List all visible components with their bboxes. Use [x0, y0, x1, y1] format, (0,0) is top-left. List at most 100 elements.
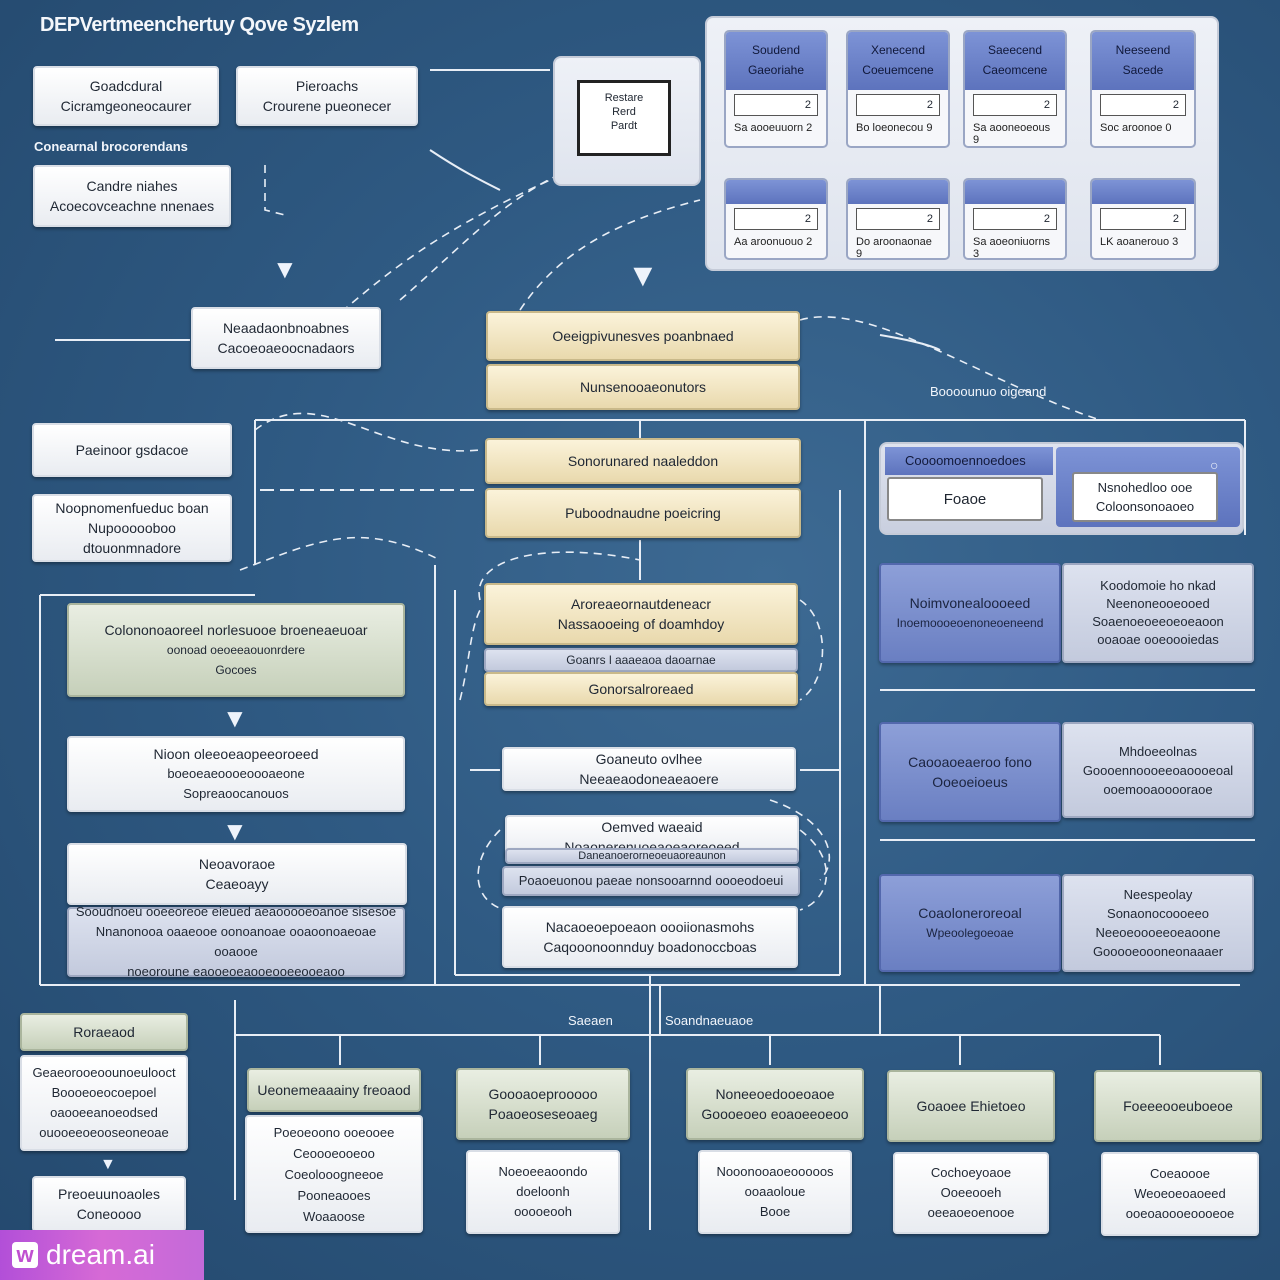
- right-row-1-left-line1: Noimvonealoooeed: [909, 595, 1031, 611]
- node-box[interactable]: Neaadaonbnoabnes Cacoeoaeoocnadaors: [191, 307, 381, 369]
- bottom-col-1-head[interactable]: Ueonemeaaainy freoaod: [247, 1068, 421, 1112]
- bottom-label-2: Soandnaeuaoe: [665, 1013, 754, 1028]
- left-stack-box-1-line2: oonoad oeoeeaouonrdere: [166, 643, 306, 657]
- right-top-detail[interactable]: Nsnohedloo ooe Coloonsonoaoeo: [1072, 472, 1218, 522]
- center-box-3[interactable]: Sonorunared naaleddon: [485, 438, 801, 484]
- np-box-line2: Nupoooooboo dtouonmnadore: [82, 520, 182, 556]
- process-box[interactable]: Pieroachs Crourene pueonecer: [236, 66, 418, 126]
- node-box-line1: Neaadaonbnoabnes: [222, 320, 350, 336]
- bottom-col-5-body[interactable]: Coeaoooe Weoeoeoaoeed ooeoaoooeoooeoe: [1101, 1152, 1259, 1236]
- bottom-left-body[interactable]: Geaeorooeoounoeulooct Boooeoeocoepoel oa…: [20, 1055, 188, 1151]
- bottom-col-3-body[interactable]: Nooonooaoeooooos ooaaoloue Booe: [698, 1150, 852, 1234]
- np-box[interactable]: Noopnomenfueduc boan Nupoooooboo dtouonm…: [32, 494, 232, 562]
- bottom-left-box-2[interactable]: Preoeuunoaoles Coneoooo: [32, 1176, 186, 1232]
- bottom-left-header[interactable]: Roraeaod: [20, 1013, 188, 1051]
- right-row-3-right-line3: Neeoeoooeeoeaoone: [1095, 925, 1221, 940]
- metric-card-1-bar: 2: [734, 94, 818, 116]
- right-row-1-right[interactable]: Koodomoie ho nkad Neenoneooeooed Soaenoe…: [1062, 563, 1254, 663]
- bottom-col-3-head-line2: Goooeoeo eoaoeeoeoo: [701, 1106, 849, 1122]
- bottom-label-1: Saeaen: [568, 1013, 613, 1028]
- bottom-col-1-body[interactable]: Poeoeoono ooeooee Ceoooeooeoo Coeolooogn…: [245, 1115, 423, 1233]
- bottom-col-5-head[interactable]: Foeeeooeuboeoe: [1094, 1070, 1262, 1142]
- metric-card-6-value: Do aroonaonae 9: [856, 236, 932, 260]
- metric-card-1-title: Soudend: [751, 43, 801, 57]
- bottom-col-1-body-line3: Coeolooogneeoe: [284, 1166, 384, 1182]
- left-stack-box-3[interactable]: Neoavoraoe Ceaeoayy: [67, 843, 407, 905]
- watermark-text: dream.ai: [46, 1239, 155, 1270]
- center-box-2[interactable]: Nunsenooaeonutors: [486, 364, 800, 410]
- right-row-3-left[interactable]: Coaoloneroreoal Wpeoolegoeoae: [879, 874, 1061, 972]
- bottom-col-4-body[interactable]: Cochoeyoaoe Ooeeooeh oeeaoeoenooe: [893, 1152, 1049, 1234]
- right-row-1-left-line2: Inoemoooeoenoneoeneend: [896, 616, 1044, 630]
- left-stack-box-4[interactable]: Sooudnoeu ooeeoreoe eieued aeaooooeoanoe…: [67, 904, 405, 979]
- bottom-left-header-label: Roraeaod: [73, 1024, 135, 1040]
- center-box-7-label: Gonorsalroreaed: [588, 681, 694, 697]
- metric-card-7[interactable]: 2 Sa aoeoniuorns 3: [963, 178, 1067, 260]
- metric-card-5-bar: 2: [734, 208, 818, 230]
- right-row-3-right-line1: Neespeolay: [1123, 887, 1193, 902]
- bottom-col-4-head[interactable]: Goaoee Ehietoeo: [887, 1070, 1055, 1142]
- monitor-line2: Rerd: [612, 106, 636, 118]
- metric-card-4-value: Soc aroonoe 0: [1100, 122, 1172, 134]
- metric-card-5[interactable]: 2 Aa aroonuouo 2: [724, 178, 828, 260]
- metric-card-5-head: [726, 180, 826, 204]
- bottom-col-4-body-line3: oeeaoeoenooe: [927, 1205, 1015, 1220]
- center-box-8-line1: Goaneuto ovlhee: [595, 751, 703, 767]
- left-stack-box-1-line1: Colononoaoreel norlesuooe broeneaeuoar: [104, 622, 368, 638]
- left-stack-box-2[interactable]: Nioon oleeoeaopeeoroeed boeoeaeoooeoooae…: [67, 736, 405, 812]
- bottom-col-5-body-line1: Coeaoooe: [1150, 1166, 1210, 1181]
- center-box-12[interactable]: Nacaoeoepoeaon oooiionasmohs Caqooonoonn…: [502, 906, 798, 968]
- bottom-col-2-head-line2: Poaoeoseseoaeg: [488, 1106, 598, 1122]
- metric-card-2-title: Xenecend: [870, 43, 926, 57]
- parameter-box[interactable]: Paeinoor gsdacoe: [32, 423, 232, 477]
- right-section-label: Boooounuo oigeand: [930, 384, 1047, 399]
- right-top-detail-line2: Coloonsonoaoeo: [1095, 499, 1195, 514]
- bottom-col-2-body[interactable]: Noeoeeaoondo doeloonh ooooeooh: [466, 1150, 620, 1234]
- right-top-field[interactable]: Foaoe: [887, 477, 1043, 521]
- left-stack-box-2-line2: boeoeaeoooeoooaeone: [167, 766, 305, 781]
- dream-logo-icon: w: [12, 1242, 38, 1268]
- metric-card-3-bar: 2: [973, 94, 1057, 116]
- center-box-4-label: Puboodnaudne poeicring: [565, 505, 721, 521]
- monitor-down-arrow-icon: ▼: [627, 257, 659, 293]
- center-box-1[interactable]: Oeeigpivunesves poanbnaed: [486, 311, 800, 361]
- center-box-8-line2: Neeaeaodoneaeaoere: [579, 771, 719, 787]
- metric-card-6[interactable]: 2 Do aroonaonae 9: [846, 178, 950, 260]
- left-stack-box-1[interactable]: Colononoaoreel norlesuooe broeneaeuoar o…: [67, 603, 405, 697]
- bottom-left-box-2-line2: Coneoooo: [76, 1206, 142, 1222]
- left-stack-box-3-line1: Neoavoraoe: [198, 856, 276, 872]
- bottom-col-1-head-label: Ueonemeaaainy freoaod: [257, 1082, 411, 1098]
- center-box-6[interactable]: Goanrs l aaaeaoa daoarnae: [484, 648, 798, 672]
- center-box-8[interactable]: Goaneuto ovlhee Neeaeaodoneaeaoere: [502, 747, 796, 791]
- center-box-10[interactable]: Daneanoerorneoeuaoreaunon: [505, 848, 799, 864]
- center-box-5[interactable]: Aroreaeornautdeneacr Nassaooeing of doam…: [484, 583, 798, 645]
- metric-card-3-subtitle: Caeomcene: [982, 63, 1048, 77]
- procedural-box[interactable]: Goadcdural Cicramgeoneocaurer: [33, 66, 219, 126]
- right-row-3-right[interactable]: Neespeolay Sonaonocoooeeo Neeoeoooeeoeao…: [1062, 874, 1254, 972]
- record-icon: ○: [1210, 457, 1219, 473]
- bottom-col-2-head[interactable]: Goooaoeprooooo Poaoeoseseoaeg: [456, 1068, 630, 1140]
- center-box-11[interactable]: Poaoeuonou paeae nonsooarnnd oooeodoeui: [502, 866, 800, 896]
- right-row-2-right[interactable]: Mhdoeeolnas Goooennoooeeoaoooeoal ooemoo…: [1062, 722, 1254, 818]
- bottom-left-body-line4: ouooeeoeooseoneoae: [39, 1125, 169, 1140]
- bottom-col-4-head-label: Goaoee Ehietoeo: [916, 1098, 1026, 1114]
- left-stack-box-3-line2: Ceaeoayy: [205, 876, 269, 892]
- conditions-box[interactable]: Candre niahes Acoecovceachne nnenaes: [33, 165, 231, 227]
- metric-card-8[interactable]: 2 LK aoanerouo 3: [1090, 178, 1196, 260]
- metric-card-4-subtitle: Sacede: [1122, 63, 1164, 77]
- right-row-2-left[interactable]: Caooaoeaeroo fono Ooeoeioeus: [879, 722, 1061, 822]
- diagram-title: DEPVertmeenchertuy Qove Syzlem: [40, 14, 359, 36]
- right-row-1-left[interactable]: Noimvonealoooeed Inoemoooeoenoneoeneend: [879, 563, 1061, 663]
- metric-card-8-bar: 2: [1100, 208, 1186, 230]
- center-box-10-label: Daneanoerorneoeuaoreaunon: [578, 850, 726, 862]
- center-box-7[interactable]: Gonorsalroreaed: [484, 672, 798, 706]
- bottom-col-3-head[interactable]: Noneeoedooeoaoe Goooeoeo eoaoeeoeoo: [686, 1068, 864, 1140]
- metric-card-4-title: Neeseend: [1115, 43, 1171, 57]
- center-box-4[interactable]: Puboodnaudne poeicring: [485, 488, 801, 538]
